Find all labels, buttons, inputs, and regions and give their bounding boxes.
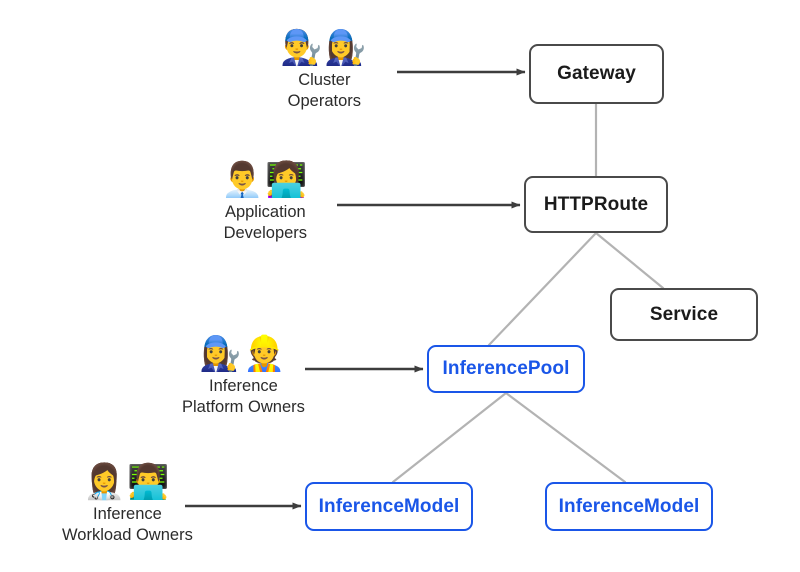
node-inferencemodel2[interactable]: InferenceModel: [545, 482, 713, 531]
persona-inference-platform-owners: 👩‍🔧👷Inference Platform Owners: [182, 334, 305, 418]
node-gateway[interactable]: Gateway: [529, 44, 664, 104]
persona-label-inference-platform-owners: Inference Platform Owners: [182, 377, 305, 416]
persona-inference-workload-owners: 👩‍⚕️👨‍💻Inference Workload Owners: [62, 462, 193, 546]
node-inferencepool[interactable]: InferencePool: [427, 345, 585, 393]
persona-arrow-layer: [185, 68, 526, 510]
node-httproute[interactable]: HTTPRoute: [524, 176, 668, 233]
woman-construction-worker-icon-man-construction-worker-icon: 👩‍🔧👷: [199, 334, 288, 374]
woman-health-worker-icon-man-technologist-icon: 👩‍⚕️👨‍💻: [83, 462, 172, 502]
man-mechanic-icon-woman-mechanic-icon: 👨‍🔧👩‍🔧: [280, 28, 369, 68]
man-office-worker-icon-woman-technologist-icon: 👨‍💼👩‍💻: [221, 160, 310, 200]
persona-cluster-operators: 👨‍🔧👩‍🔧Cluster Operators: [280, 28, 369, 112]
edge-httproute-inferencepool: [487, 231, 598, 347]
node-inferencemodel1[interactable]: InferenceModel: [305, 482, 473, 531]
node-service[interactable]: Service: [610, 288, 758, 341]
edge-inferencepool-inferencemodel2: [504, 391, 627, 484]
persona-application-developers: 👨‍💼👩‍💻Application Developers: [221, 160, 310, 244]
persona-label-application-developers: Application Developers: [223, 203, 308, 242]
edge-httproute-service: [594, 231, 665, 290]
edge-inferencepool-inferencemodel1: [391, 391, 508, 484]
persona-label-inference-workload-owners: Inference Workload Owners: [62, 505, 193, 544]
persona-label-cluster-operators: Cluster Operators: [287, 71, 362, 110]
